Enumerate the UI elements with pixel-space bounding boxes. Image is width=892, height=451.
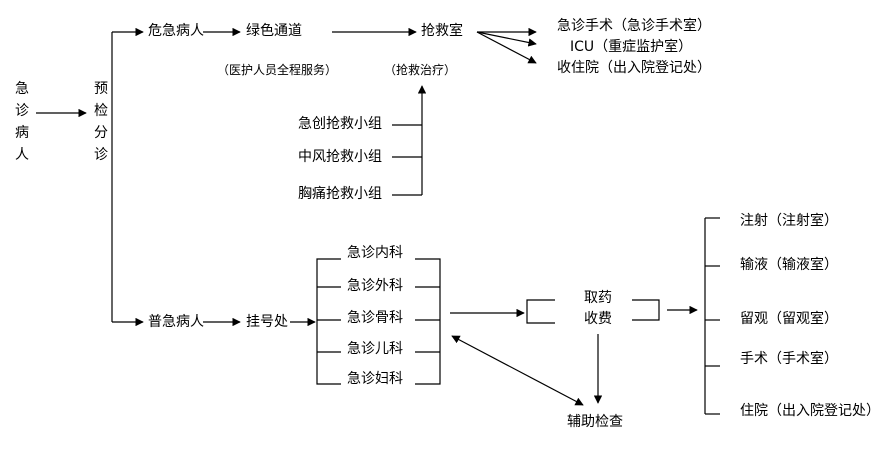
dept-pediatrics: 急诊儿科 — [347, 341, 403, 357]
green-channel-label: 绿色通道 — [246, 23, 302, 39]
pharmacy-bracket-left — [526, 299, 555, 324]
fee-label: 收费 — [584, 311, 612, 327]
outcome-admission: 收住院（出入院登记处） — [557, 60, 711, 76]
trauma-team-label: 急创抢救小组 — [298, 116, 382, 132]
arrow-departments-aux-exam — [451, 335, 584, 406]
departments-bracket-right — [415, 258, 441, 385]
service-hospitalization: 住院（出入院登记处） — [740, 403, 880, 419]
departments-bracket-left — [316, 258, 341, 385]
dept-orthopedics: 急诊骨科 — [347, 310, 403, 326]
dept-internal-medicine: 急诊内科 — [347, 245, 403, 261]
service-observation: 留观（留观室） — [740, 311, 838, 327]
green-channel-note: （医护人员全程服务） — [217, 63, 338, 77]
pharmacy-bracket-right — [632, 299, 660, 321]
emergency-patient-label: 急诊病人 — [15, 81, 29, 163]
rescue-room-label: 抢救室 — [421, 23, 463, 39]
stroke-team-label: 中风抢救小组 — [298, 149, 382, 165]
service-operation: 手术（手术室） — [740, 351, 838, 367]
dept-gynecology: 急诊妇科 — [347, 371, 403, 387]
dept-surgery: 急诊外科 — [347, 278, 403, 294]
arrow-to-admission — [476, 31, 537, 64]
service-injection: 注射（注射室） — [740, 213, 838, 229]
rescue-note: （抢救治疗） — [384, 63, 457, 77]
registration-label: 挂号处 — [246, 314, 288, 330]
aux-exam-label: 辅助检查 — [567, 414, 623, 430]
triage-label: 预检分诊 — [94, 81, 108, 163]
arrow-to-icu — [476, 31, 537, 47]
pharmacy-label: 取药 — [584, 290, 612, 306]
service-infusion: 输液（输液室） — [740, 257, 838, 273]
critical-patient-label: 危急病人 — [148, 23, 204, 39]
outcome-icu: ICU（重症监护室） — [570, 39, 693, 55]
chest-pain-team-label: 胸痛抢救小组 — [298, 186, 382, 202]
general-patient-label: 普急病人 — [148, 314, 204, 330]
outcome-emergency-surgery: 急诊手术（急诊手术室） — [557, 18, 711, 34]
